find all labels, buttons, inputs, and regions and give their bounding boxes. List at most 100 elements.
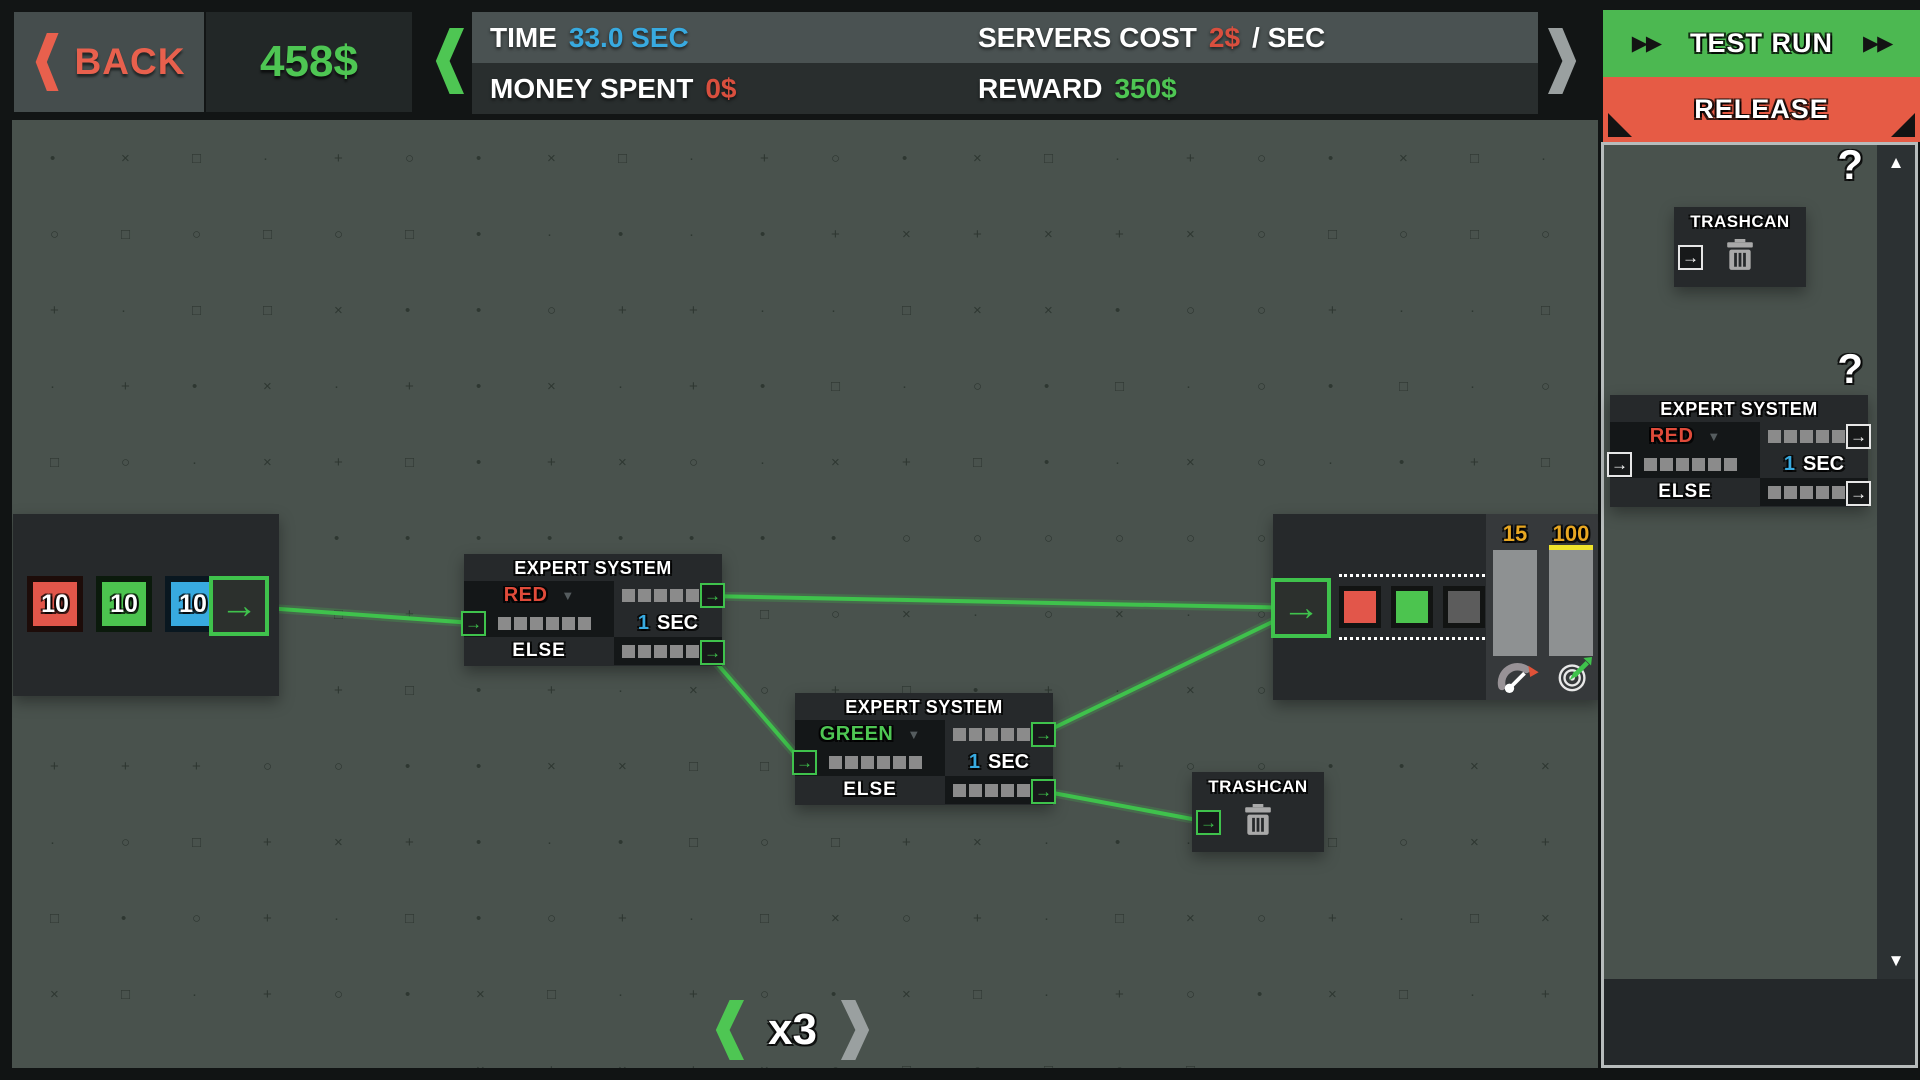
grid-symbol: ○ bbox=[1115, 1062, 1124, 1068]
sidebar-item-trashcan[interactable]: TRASHCAN → bbox=[1674, 207, 1806, 287]
duration-value: 1 bbox=[968, 750, 980, 773]
grid-symbol: · bbox=[1470, 378, 1475, 395]
grid-symbol: × bbox=[334, 834, 343, 851]
grid-symbol: ○ bbox=[1044, 530, 1054, 547]
grid-symbol: • bbox=[760, 530, 766, 547]
back-button[interactable]: BACK bbox=[14, 12, 204, 112]
speed-decrease-icon[interactable] bbox=[715, 1000, 744, 1060]
grid-symbol: ○ bbox=[192, 910, 202, 927]
grid-symbol: + bbox=[405, 834, 414, 851]
balance-value: 458$ bbox=[260, 37, 358, 86]
grid-symbol: • bbox=[476, 682, 482, 699]
input-port: → bbox=[1678, 245, 1703, 270]
node-title: EXPERT SYSTEM bbox=[845, 697, 1003, 717]
grid-symbol: □ bbox=[1044, 150, 1054, 167]
else-label: ELSE bbox=[843, 779, 897, 800]
grid-symbol: × bbox=[547, 758, 556, 775]
expert-system-node-green[interactable]: EXPERT SYSTEM GREEN ▼ 1 SEC ELSE → → → bbox=[792, 693, 1056, 805]
grid-symbol: ○ bbox=[1541, 378, 1551, 395]
grid-symbol: · bbox=[1470, 1062, 1475, 1068]
source-node[interactable]: 10 10 10 → bbox=[13, 514, 279, 696]
grid-symbol: · bbox=[1328, 454, 1333, 471]
grid-symbol: × bbox=[121, 150, 130, 167]
progress-pips bbox=[1644, 457, 1737, 471]
input-port[interactable]: → bbox=[461, 611, 486, 636]
grid-symbol: + bbox=[121, 378, 130, 395]
pip bbox=[1708, 457, 1721, 471]
match-output-port[interactable]: → bbox=[700, 583, 725, 608]
input-port[interactable]: → bbox=[1196, 810, 1221, 835]
stats-pager-right-icon[interactable] bbox=[1548, 28, 1577, 94]
grid-symbol: + bbox=[689, 986, 698, 1003]
help-icon[interactable]: ? bbox=[1837, 345, 1863, 392]
grid-symbol: ○ bbox=[405, 150, 415, 167]
grid-symbol: + bbox=[334, 682, 343, 699]
grid-symbol: • bbox=[405, 986, 411, 1003]
expert-system-node-red[interactable]: EXPERT SYSTEM RED ▼ 1 SEC ELSE → → → bbox=[461, 554, 725, 666]
grid-symbol: + bbox=[689, 1062, 698, 1068]
pip bbox=[985, 727, 998, 741]
output-node[interactable]: → 15 100 bbox=[1271, 514, 1598, 700]
source-output-port[interactable]: → bbox=[209, 576, 269, 636]
grid-symbol: ○ bbox=[689, 454, 699, 471]
grid-symbol: □ bbox=[831, 378, 841, 395]
grid-symbol: × bbox=[1115, 606, 1124, 623]
else-output-port[interactable]: → bbox=[1031, 779, 1056, 804]
condition-dropdown[interactable]: GREEN ▼ bbox=[795, 720, 945, 748]
stats-pager-left-icon[interactable] bbox=[435, 28, 464, 94]
else-output-port[interactable]: → bbox=[700, 640, 725, 665]
sidebar-item-expert-system[interactable]: EXPERT SYSTEM RED ▼ 1 SEC ELSE → → → bbox=[1607, 395, 1871, 507]
help-icon[interactable]: ? bbox=[1837, 141, 1863, 188]
pip bbox=[969, 727, 982, 741]
grid-symbol: • bbox=[1399, 758, 1405, 775]
progress-bar-current bbox=[1493, 550, 1537, 656]
grid-symbol: ○ bbox=[334, 986, 344, 1003]
pip bbox=[845, 755, 858, 769]
input-port[interactable]: → bbox=[792, 750, 817, 775]
release-button[interactable]: RELEASE bbox=[1603, 77, 1920, 142]
grid-symbol: • bbox=[689, 530, 695, 547]
grid-symbol: □ bbox=[1541, 454, 1551, 471]
pip bbox=[1800, 485, 1813, 499]
pip bbox=[622, 644, 635, 658]
pip bbox=[654, 588, 667, 602]
grid-symbol: · bbox=[831, 302, 836, 319]
grid-symbol: × bbox=[547, 378, 556, 395]
duration-unit: SEC bbox=[1803, 452, 1845, 475]
output-stats: 15 100 bbox=[1486, 514, 1598, 700]
speed-control: x3 bbox=[712, 1000, 873, 1060]
grid-symbol: □ bbox=[902, 682, 912, 699]
pip bbox=[514, 616, 527, 630]
grid-symbol: + bbox=[405, 378, 414, 395]
pip bbox=[1768, 485, 1781, 499]
condition-dropdown[interactable]: RED ▼ bbox=[464, 581, 614, 609]
output-input-port[interactable]: → bbox=[1271, 578, 1331, 638]
grid-symbol: □ bbox=[902, 302, 912, 319]
grid-symbol: □ bbox=[760, 606, 770, 623]
grid-symbol: • bbox=[760, 378, 766, 395]
grid-symbol: • bbox=[50, 1062, 55, 1068]
scroll-down-icon[interactable]: ▼ bbox=[1887, 951, 1905, 970]
grid-symbol: × bbox=[263, 454, 272, 471]
grid-symbol: ○ bbox=[1257, 606, 1267, 623]
sidebar-scrollbar[interactable]: ▲ ▼ bbox=[1877, 145, 1915, 979]
match-output-port[interactable]: → bbox=[1031, 722, 1056, 747]
grid-symbol: □ bbox=[1399, 378, 1409, 395]
speed-increase-icon[interactable] bbox=[840, 1000, 870, 1060]
grid-symbol: × bbox=[1399, 150, 1408, 167]
grid-symbol: ○ bbox=[1257, 682, 1267, 699]
grid-symbol: □ bbox=[1470, 150, 1480, 167]
scroll-up-icon[interactable]: ▲ bbox=[1887, 153, 1905, 172]
grid-symbol: ○ bbox=[334, 758, 344, 775]
test-run-button[interactable]: ▶▶ TEST RUN ▶▶ bbox=[1603, 10, 1920, 77]
grid-symbol: × bbox=[476, 986, 485, 1003]
grid-symbol: ○ bbox=[1257, 454, 1267, 471]
grid-symbol: + bbox=[263, 834, 272, 851]
schema-canvas[interactable]: •×□·+○•×□·+○•×□·+○•×□·+○□○□○□•·•·•+×+×+×… bbox=[12, 120, 1598, 1068]
grid-symbol: + bbox=[192, 758, 201, 775]
grid-symbol: × bbox=[618, 454, 627, 471]
pip bbox=[578, 616, 591, 630]
grid-symbol: + bbox=[547, 454, 556, 471]
grid-symbol: · bbox=[334, 378, 339, 395]
trashcan-node[interactable]: TRASHCAN → bbox=[1192, 772, 1324, 852]
